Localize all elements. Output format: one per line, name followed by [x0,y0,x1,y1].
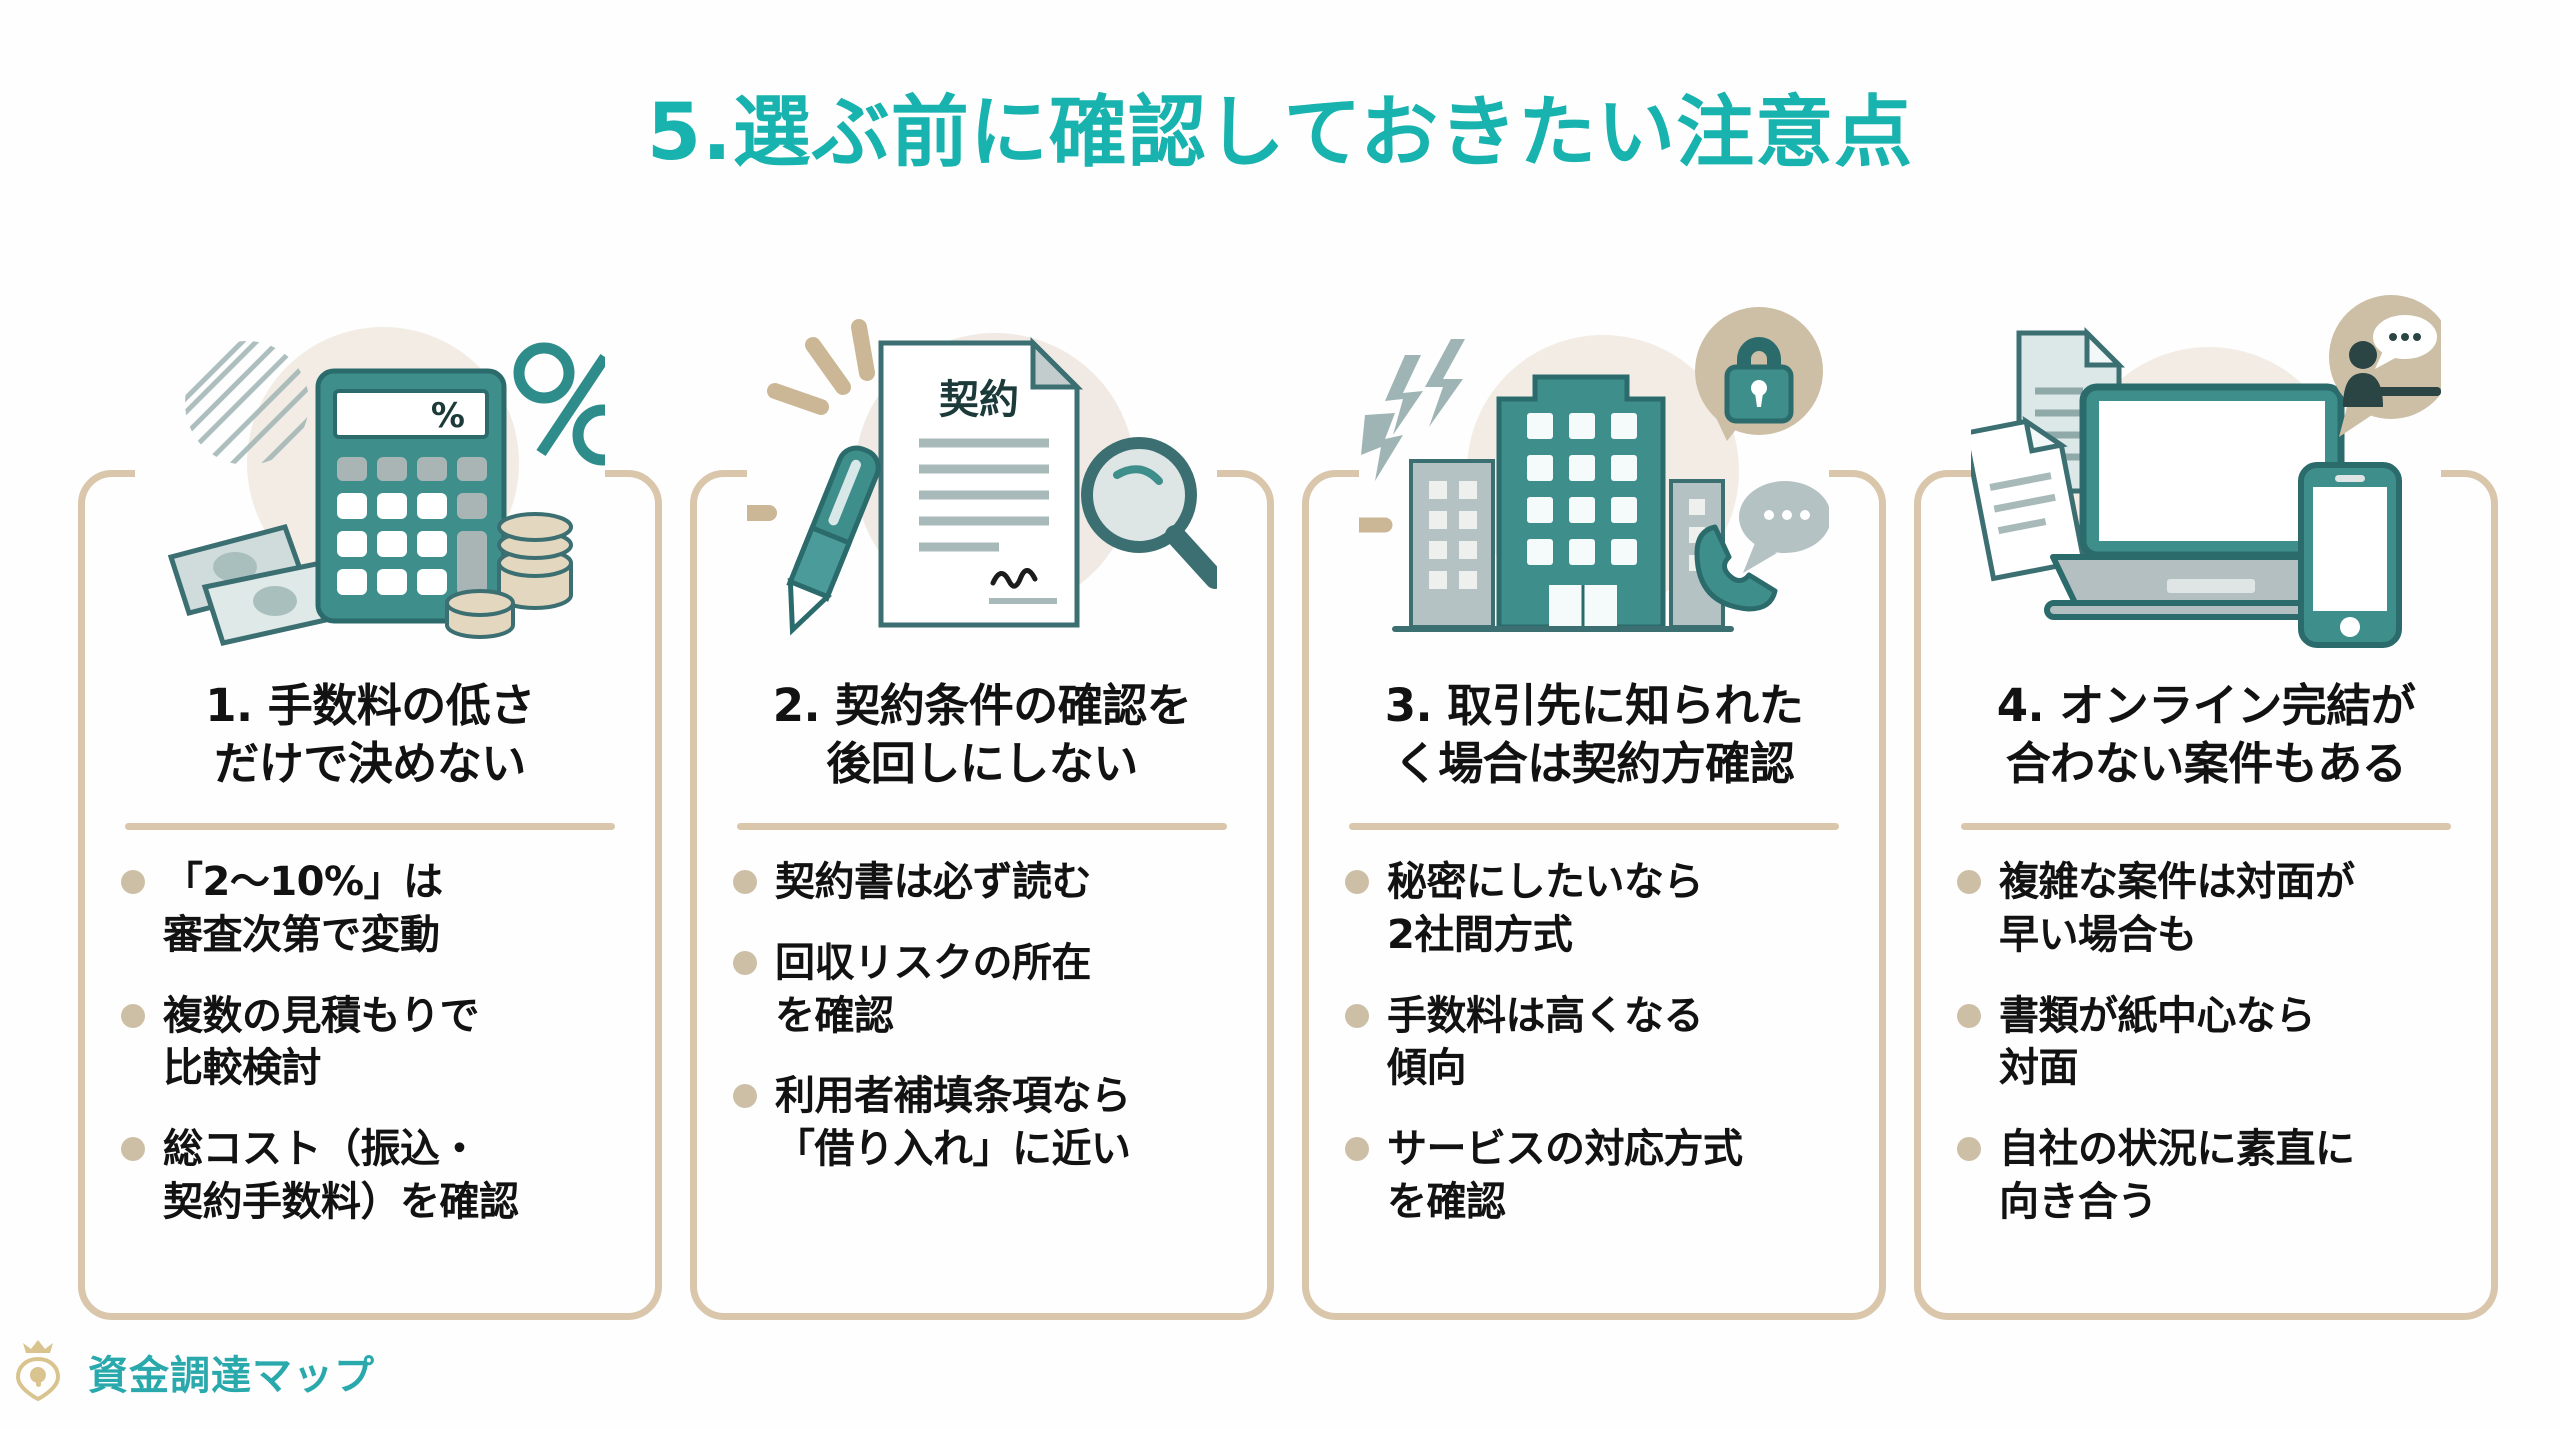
contract-document-pen-magnifier-illustration: 契約 [739,295,1225,655]
bullet-text: 複数の見積もりで 比較検討 [163,992,480,1092]
bullet-dot-icon [1345,870,1369,894]
bullet-dot-icon [1957,1137,1981,1162]
bullet-text: 利用者補填条項なら 「借り入れ」に近い [775,1073,1131,1173]
bullet-dot-icon [121,1137,145,1162]
card-1-bullets: 「2〜10%」は 審査次第で変動 複数の見積もりで 比較検討 総コスト（振込・ … [107,856,633,1229]
bullet-dot-icon [733,870,757,894]
bullet-text: 手数料は高くなる 傾向 [1387,992,1704,1092]
list-item: 契約書は必ず読む [733,856,1237,909]
card-4: 4. オンライン完結が 合わない案件もある 複雑な案件は対面が 早い場合も 書類… [1914,295,2498,1320]
list-item: 複数の見積もりで 比較検討 [121,990,625,1096]
card-3-heading: 3. 取引先に知られた く場合は契約方確認 [1384,679,1804,790]
bullet-text: 秘密にしたいなら 2社間方式 [1387,859,1704,958]
bullet-dot-icon [733,950,757,975]
card-3-bullets: 秘密にしたいなら 2社間方式 手数料は高くなる 傾向 サービスの対応方式 を確認 [1331,856,1857,1229]
bullet-dot-icon [1345,1137,1369,1162]
list-item: 自社の状況に素直に 向き合う [1957,1123,2461,1229]
card-2-bullets: 契約書は必ず読む 回収リスクの所在 を確認 利用者補填条項なら 「借り入れ」に近… [719,856,1245,1176]
card-1-heading: 1. 手数料の低さ だけで決めない [205,679,535,790]
office-buildings-lock-phone-illustration [1351,295,1831,655]
list-item: 秘密にしたいなら 2社間方式 [1345,856,1849,962]
card-4-heading: 4. オンライン完結が 合わない案件もある [1996,679,2416,790]
bullet-text: 書類が紙中心なら 対面 [1999,992,2316,1092]
card-2-heading: 2. 契約条件の確認を 後回しにしない [772,679,1192,790]
list-item: 利用者補填条項なら 「借り入れ」に近い [733,1070,1237,1176]
bullet-dot-icon [1957,1003,1981,1028]
card-3: 3. 取引先に知られた く場合は契約方確認 秘密にしたいなら 2社間方式 手数料… [1302,307,1886,1320]
bullet-dot-icon [121,870,145,894]
list-item: 総コスト（振込・ 契約手数料）を確認 [121,1123,625,1229]
bullet-text: 契約書は必ず読む [775,859,1092,905]
bullet-text: 回収リスクの所在 を確認 [775,939,1092,1039]
bullet-text: 自社の状況に素直に 向き合う [1999,1126,2355,1225]
cards-grid: % [78,295,2498,1320]
bullet-dot-icon [1957,870,1981,894]
card-1-divider [125,823,615,830]
card-2-divider [737,823,1227,830]
logo-text: 資金調達マップ [88,1353,375,1399]
bullet-text: 「2〜10%」は 審査次第で変動 [163,859,443,958]
list-item: 手数料は高くなる 傾向 [1345,990,1849,1096]
bullet-text: サービスの対応方式 を確認 [1387,1126,1743,1225]
card-4-bullets: 複雑な案件は対面が 早い場合も 書類が紙中心なら 対面 自社の状況に素直に 向き… [1943,856,2469,1229]
contract-label: 契約 [939,377,1019,423]
card-4-divider [1961,823,2451,830]
card-1: % [78,327,662,1320]
list-item: 回収リスクの所在 を確認 [733,937,1237,1043]
list-item: サービスの対応方式 を確認 [1345,1123,1849,1229]
page-title: 5.選ぶ前に確認しておきたい注意点 [646,88,1914,178]
bullet-text: 総コスト（振込・ 契約手数料）を確認 [163,1126,519,1225]
site-logo[interactable]: 資金調達マップ [14,1337,375,1407]
calculator-display-label: % [431,396,465,436]
calculator-money-percent-illustration: % [135,295,634,655]
laptop-smartphone-documents-chat-illustration [1962,295,2453,655]
bullet-text: 複雑な案件は対面が 早い場合も [1999,859,2355,958]
crowned-map-pin-icon [14,1337,72,1407]
bullet-dot-icon [121,1003,145,1028]
list-item: 複雑な案件は対面が 早い場合も [1957,856,2461,962]
list-item: 「2〜10%」は 審査次第で変動 [121,856,625,962]
bullet-dot-icon [1345,1003,1369,1028]
list-item: 書類が紙中心なら 対面 [1957,990,2461,1096]
bullet-dot-icon [733,1084,757,1109]
card-3-divider [1349,823,1839,830]
card-2: 契約 [690,319,1274,1320]
